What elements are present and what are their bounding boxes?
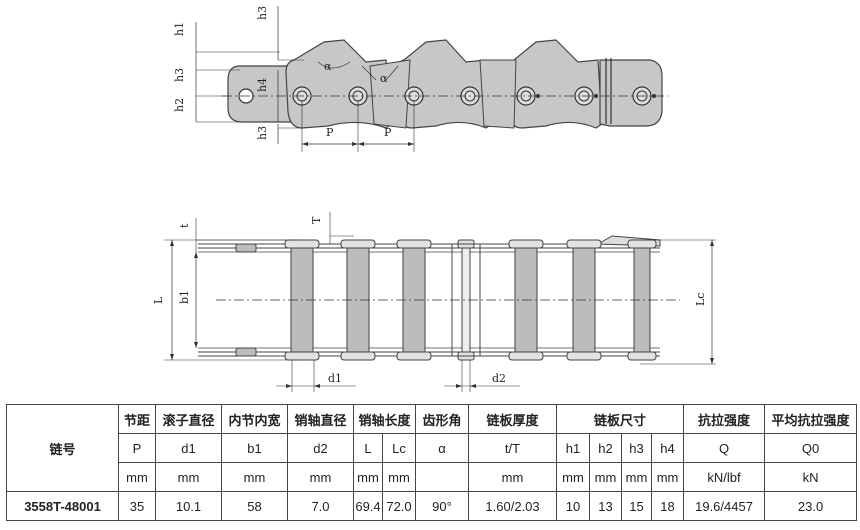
- tooth-plate: [395, 39, 493, 129]
- header-pin-length: 销轴长度: [352, 404, 417, 434]
- header-row-groups: 链号 节距 滚子直径 内节内宽 销轴直径 销轴长度 齿形角 链板厚度 链板尺寸 …: [6, 404, 858, 492]
- unit-cell: mm: [651, 462, 685, 492]
- dim-alpha-1: α: [324, 60, 332, 73]
- header-pitch: 节距: [118, 404, 156, 434]
- chain-drawing: h1 h3 h2 h3 h4 h3 P P α α: [152, 6, 716, 392]
- symbol-cell: Lc: [381, 433, 417, 463]
- symbol-cell: b1: [221, 433, 288, 463]
- value-cell: 19.6/4457: [683, 491, 766, 521]
- symbol-cell: h1: [556, 433, 591, 463]
- unit-cell: mm: [468, 462, 558, 492]
- roller: [340, 239, 376, 361]
- table-row: 3558T-48001 35 10.1 58 7.0 69.4 72.0 90°…: [6, 491, 858, 521]
- unit-cell: mm: [381, 462, 417, 492]
- header-plate-thickness: 链板厚度: [468, 404, 558, 434]
- symbol-cell: h3: [621, 433, 653, 463]
- value-cell: 35: [118, 491, 156, 521]
- symbol-cell: α: [415, 433, 470, 463]
- symbol-cell: Q0: [764, 433, 858, 463]
- value-cell: 10: [556, 491, 591, 521]
- header-row-symbols: P d1 b1 d2 L Lc α t/T h1 h2 h3 h4 Q Q0: [7, 433, 858, 463]
- pin-heads: [292, 86, 656, 106]
- tooth-plate: [505, 39, 603, 129]
- dim-b1: b1: [178, 290, 191, 304]
- unit-cell: kN: [764, 462, 858, 492]
- unit-cell: mm: [353, 462, 383, 492]
- inner-link-plate: [479, 59, 517, 129]
- chain-top-view: L b1 t T Lc d1 d2: [152, 212, 716, 392]
- dim-h3-bottom: h3: [256, 126, 269, 140]
- unit-cell: mm: [221, 462, 288, 492]
- link-plate: [599, 59, 663, 127]
- unit-cell: mm: [118, 462, 156, 492]
- dim-pitch-2: P: [384, 126, 392, 139]
- value-cell: 13: [589, 491, 623, 521]
- symbol-cell: P: [118, 433, 156, 463]
- header-plate-size: 链板尺寸: [556, 404, 685, 434]
- value-cell: 69.4: [353, 491, 383, 521]
- value-cell: 58: [221, 491, 288, 521]
- unit-cell: mm: [155, 462, 222, 492]
- dim-t: t: [178, 223, 191, 228]
- dim-h4: h4: [256, 78, 269, 92]
- dim-Lc: Lc: [694, 293, 707, 306]
- dim-pitch-1: P: [326, 126, 334, 139]
- value-cell: 15: [621, 491, 653, 521]
- symbol-cell: L: [353, 433, 383, 463]
- unit-cell: [415, 462, 470, 492]
- model-code: 3558T-48001: [6, 491, 119, 521]
- dim-alpha-2: α: [380, 72, 388, 85]
- value-cell: 7.0: [287, 491, 354, 521]
- unit-cell: mm: [589, 462, 623, 492]
- chain-side-view: h1 h3 h2 h3 h4 h3 P P α α: [173, 6, 668, 152]
- value-cell: 90°: [415, 491, 470, 521]
- unit-cell: mm: [556, 462, 591, 492]
- value-cell: 1.60/2.03: [468, 491, 558, 521]
- dim-h1: h1: [173, 22, 186, 36]
- unit-cell: mm: [287, 462, 354, 492]
- value-cell: 23.0: [764, 491, 858, 521]
- symbol-cell: d1: [155, 433, 222, 463]
- leading-link-plate: [227, 65, 301, 123]
- value-cell: 18: [651, 491, 685, 521]
- symbol-cell: h2: [589, 433, 623, 463]
- dim-h3-left: h3: [173, 68, 186, 82]
- dim-T: T: [310, 216, 323, 224]
- unit-cell: mm: [621, 462, 653, 492]
- dim-d2: d2: [492, 372, 506, 385]
- symbol-cell: Q: [683, 433, 766, 463]
- spec-table: 链号 节距 滚子直径 内节内宽 销轴直径 销轴长度 齿形角 链板厚度 链板尺寸 …: [6, 404, 858, 521]
- dim-h2: h2: [173, 98, 186, 112]
- value-cell: 72.0: [381, 491, 417, 521]
- unit-cell: kN/lbf: [683, 462, 766, 492]
- dim-h3-top: h3: [256, 6, 269, 20]
- header-model: 链号: [6, 404, 119, 492]
- symbol-cell: h4: [651, 433, 685, 463]
- dim-L: L: [152, 296, 165, 304]
- dim-d1: d1: [328, 372, 342, 385]
- symbol-cell: t/T: [468, 433, 558, 463]
- header-inner-width: 内节内宽: [221, 404, 288, 434]
- inner-link-plate: [369, 59, 411, 129]
- header-avg-tensile-strength: 平均抗拉强度: [764, 404, 858, 434]
- header-tooth-angle: 齿形角: [415, 404, 470, 434]
- value-cell: 10.1: [155, 491, 222, 521]
- header-pin-diameter: 销轴直径: [287, 404, 354, 434]
- header-tensile-strength: 抗拉强度: [683, 404, 766, 434]
- symbol-cell: d2: [287, 433, 354, 463]
- header-roller-diameter: 滚子直径: [155, 404, 222, 434]
- header-row-units: mm mm mm mm mm mm mm mm mm mm mm kN/lbf …: [7, 462, 858, 492]
